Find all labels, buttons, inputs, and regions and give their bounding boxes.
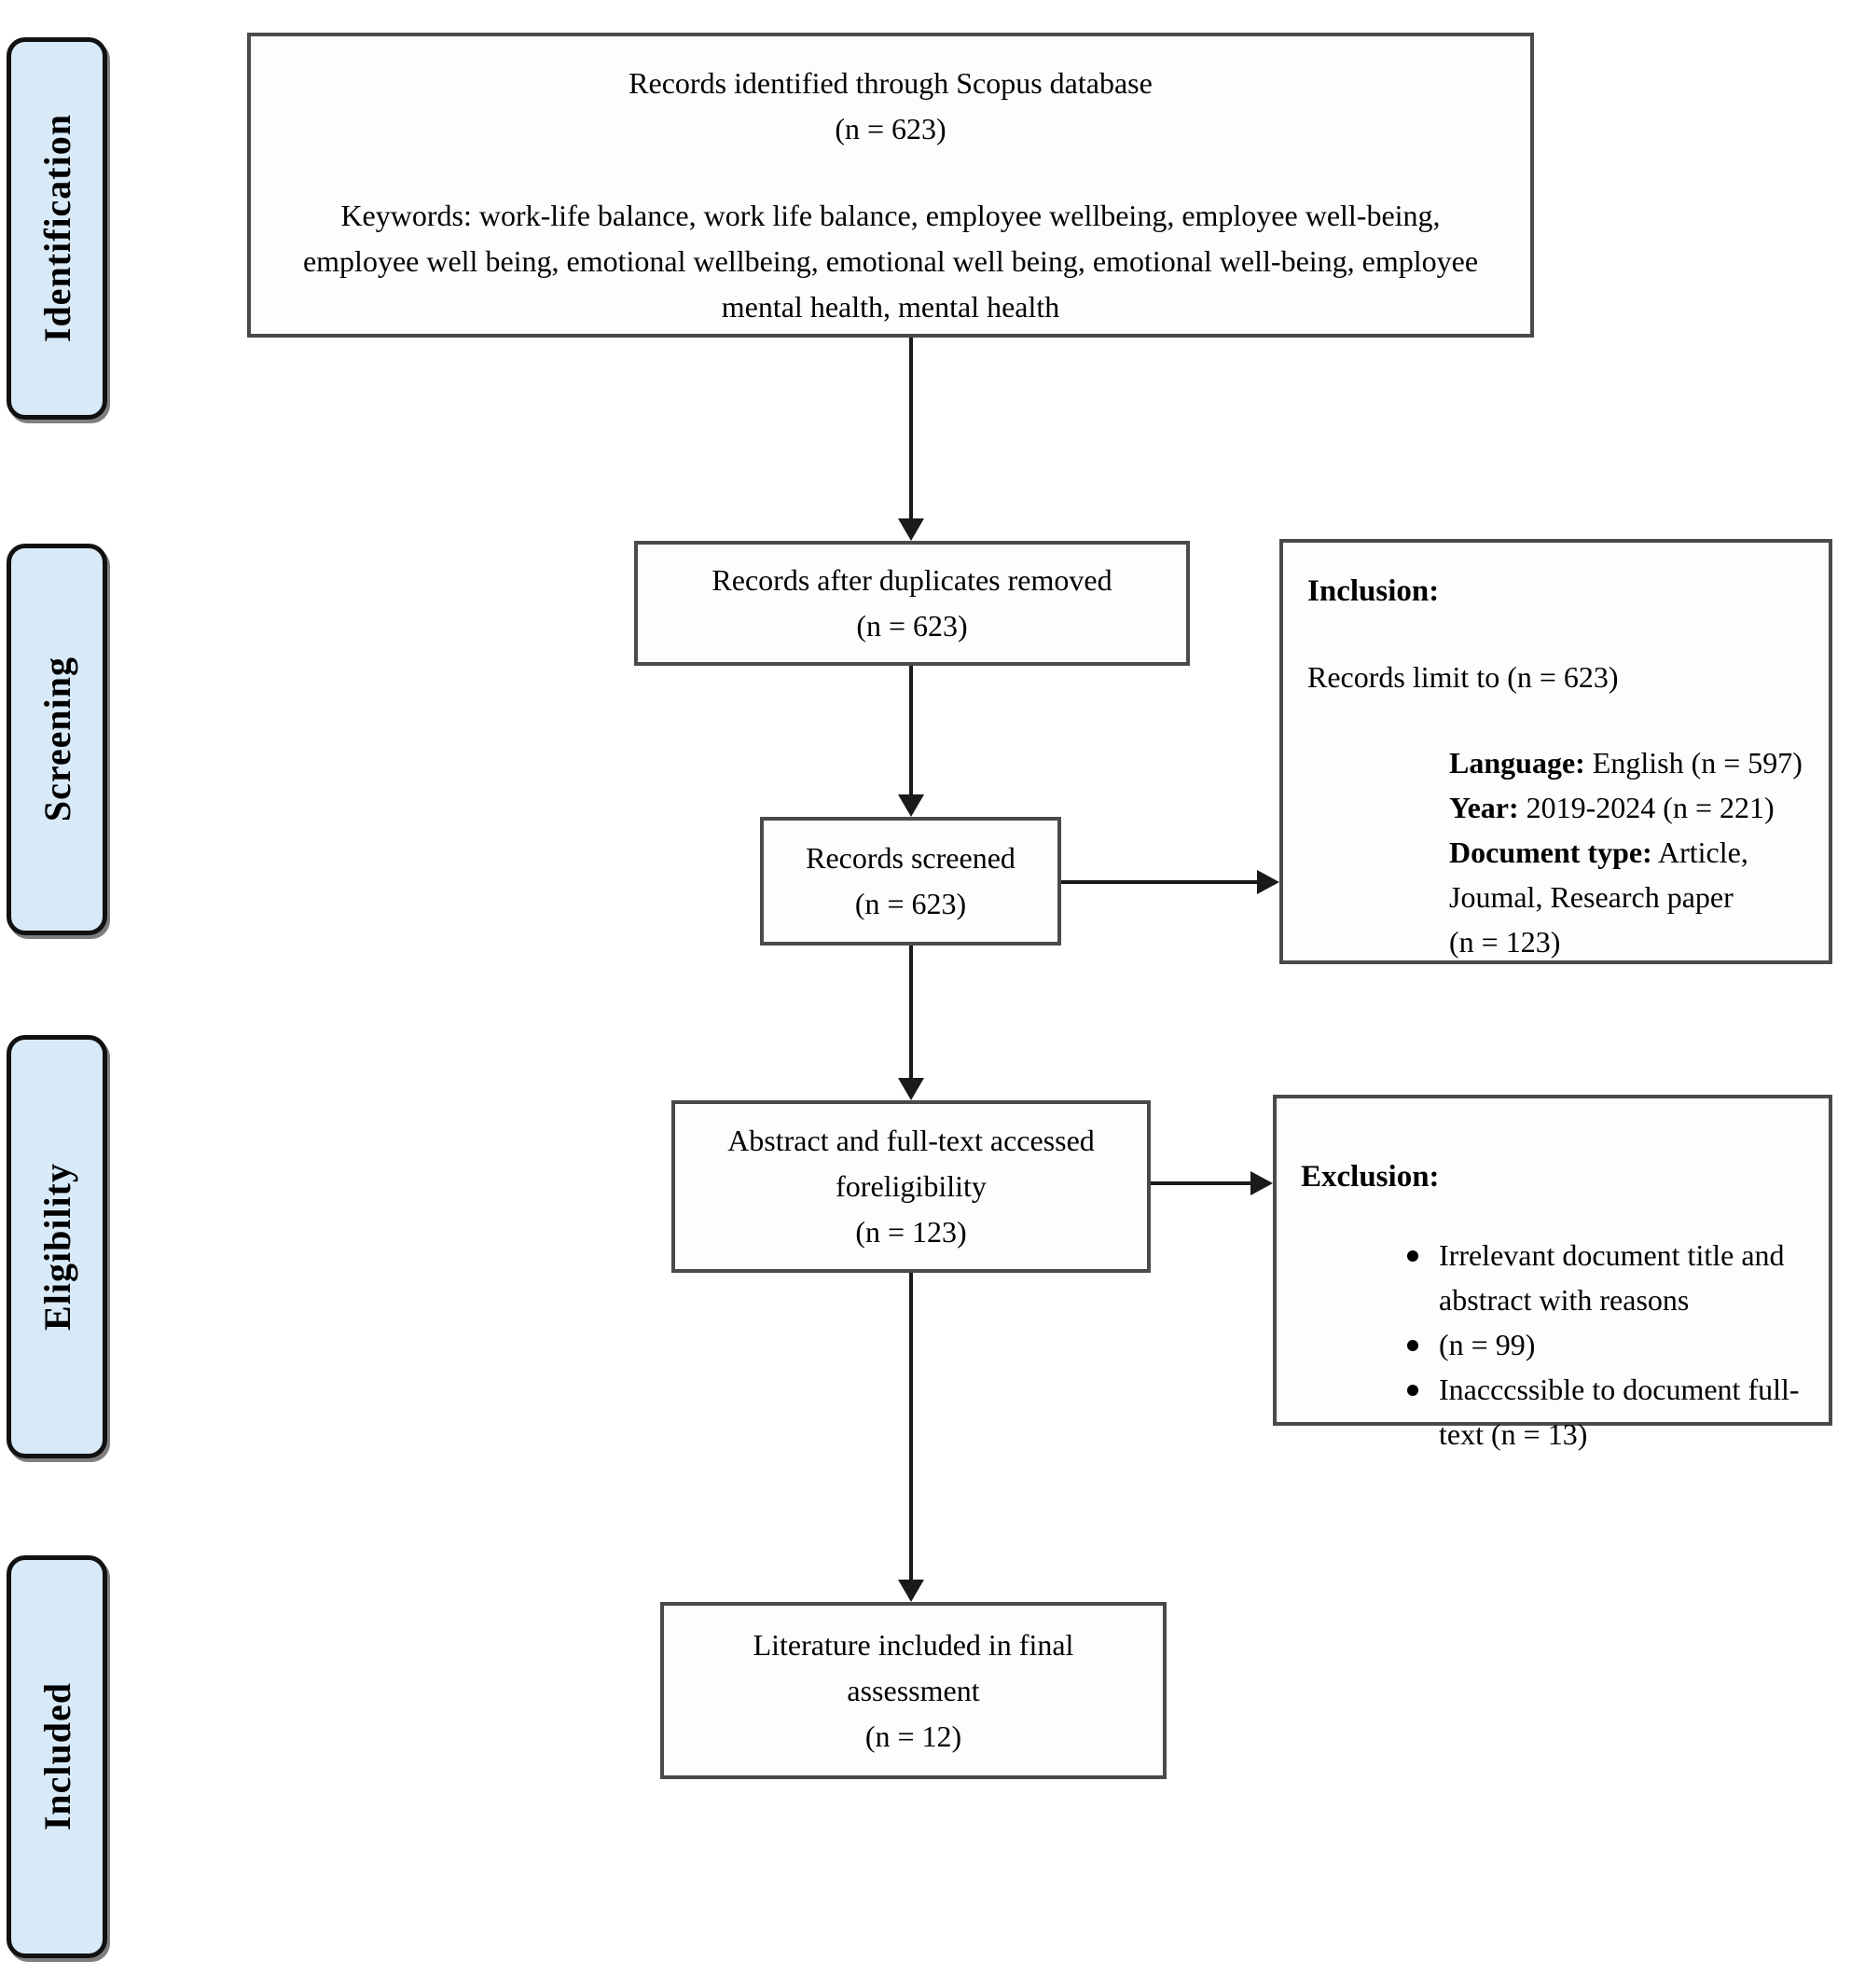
arrow-screened-to-inclusion-line <box>1061 880 1259 884</box>
arrow-screened-to-fulltext-line <box>909 946 913 1080</box>
exclusion-bullet-irrelevant: Irrelevant document title and abstract w… <box>1390 1233 1810 1322</box>
stage-screening: Screening <box>7 544 107 935</box>
literature-included-count: (n = 12) <box>864 1719 962 1753</box>
criterion-doctype-count: (n = 123) <box>1449 925 1561 959</box>
arrow-fulltext-to-included-head <box>898 1580 924 1602</box>
literature-included-line1: Literature included in final <box>753 1627 1074 1662</box>
criterion-year: Year: 2019-2024 (n = 221) <box>1449 791 1775 824</box>
criterion-doctype: Document type: Article, <box>1449 835 1748 869</box>
stage-screening-label: Screening <box>35 656 78 822</box>
box-literature-included: Literature included in final assessment … <box>660 1602 1167 1779</box>
box-records-identified: Records identified through Scopus databa… <box>247 33 1534 338</box>
arrow-screened-to-inclusion-head <box>1257 870 1279 894</box>
arrow-identified-to-duplicates-head <box>898 518 924 541</box>
box-exclusion-criteria: Exclusion: Irrelevant document title and… <box>1273 1095 1832 1451</box>
arrow-fulltext-to-included-line <box>909 1273 913 1581</box>
stage-eligibility: Eligibility <box>7 1035 107 1458</box>
stage-included: Included <box>7 1555 107 1958</box>
inclusion-criteria-list: Language: English (n = 597) Year: 2019-2… <box>1449 740 1810 964</box>
box-fulltext-assessed: Abstract and full-text accessed foreligi… <box>671 1100 1151 1273</box>
arrow-identified-to-duplicates-line <box>909 338 913 520</box>
records-screened-title: Records screened <box>806 841 1015 875</box>
exclusion-bullet-list: Irrelevant document title and abstract w… <box>1390 1233 1810 1456</box>
duplicates-removed-count: (n = 623) <box>856 609 968 642</box>
box-records-screened: Records screened (n = 623) <box>760 817 1061 946</box>
inclusion-title: Inclusion: <box>1307 574 1440 608</box>
fulltext-assessed-count: (n = 123) <box>855 1215 967 1249</box>
exclusion-bullet-inaccessible: Inacccssible to document full-text (n = … <box>1390 1367 1810 1456</box>
stage-identification: Identification <box>7 37 107 420</box>
duplicates-removed-title: Records after duplicates removed <box>711 563 1112 597</box>
criterion-doctype-cont: Joumal, Research paper <box>1449 880 1734 914</box>
fulltext-assessed-line2: foreligibility <box>836 1169 987 1203</box>
box-duplicates-removed: Records after duplicates removed (n = 62… <box>634 541 1190 666</box>
arrow-duplicates-to-screened-head <box>898 794 924 817</box>
arrow-fulltext-to-exclusion-head <box>1250 1171 1273 1195</box>
criterion-language: Language: English (n = 597) <box>1449 746 1803 780</box>
records-identified-title: Records identified through Scopus databa… <box>629 66 1153 100</box>
stage-eligibility-label: Eligibility <box>35 1163 78 1331</box>
arrow-screened-to-fulltext-head <box>898 1078 924 1100</box>
fulltext-assessed-line1: Abstract and full-text accessed <box>727 1124 1095 1157</box>
arrow-duplicates-to-screened-line <box>909 666 913 796</box>
records-screened-count: (n = 623) <box>854 887 967 920</box>
literature-included-line2: assessment <box>847 1673 980 1707</box>
stage-identification-label: Identification <box>35 114 78 343</box>
arrow-fulltext-to-exclusion-line <box>1151 1181 1252 1185</box>
exclusion-title: Exclusion: <box>1301 1160 1440 1194</box>
records-identified-count: (n = 623) <box>835 112 946 145</box>
inclusion-intro: Records limit to (n = 623) <box>1307 660 1619 694</box>
exclusion-bullet-count: (n = 99) <box>1390 1322 1810 1367</box>
records-identified-keywords: Keywords: work-life balance, work life b… <box>302 199 1479 324</box>
stage-included-label: Included <box>35 1682 78 1831</box>
box-inclusion-criteria: Inclusion: Records limit to (n = 623) La… <box>1279 539 1832 964</box>
